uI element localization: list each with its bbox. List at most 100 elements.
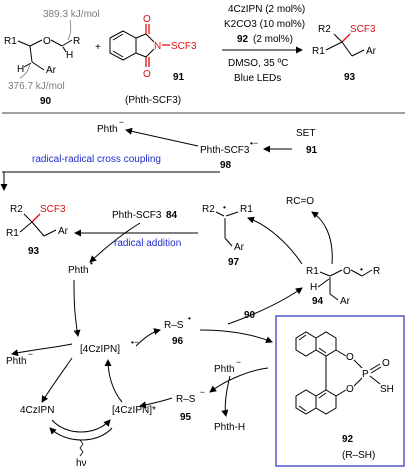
bond — [112, 33, 124, 41]
phth-radical-release-arrow — [89, 222, 141, 263]
scf3-group: SCF3 — [171, 41, 197, 52]
bde-top: 389.3 kJ/mol — [43, 9, 100, 20]
radical-addition-label: radical addition — [114, 238, 181, 249]
rad94-ar: Ar — [340, 296, 351, 307]
bond — [361, 269, 373, 277]
bond — [23, 62, 32, 68]
phth-scf3-label: (Phth-SCF3) — [125, 95, 181, 106]
cond-4: DMSO, 35 ºC — [228, 58, 288, 69]
bond — [353, 377, 363, 387]
bond — [29, 39, 43, 47]
bond — [335, 389, 347, 397]
phth-anion-top: Phth — [97, 124, 118, 135]
bond — [224, 237, 233, 247]
bond — [43, 229, 57, 237]
rad94-o: O — [343, 266, 351, 277]
bond — [29, 45, 33, 63]
p-o-double-bond — [369, 363, 381, 371]
bond — [353, 359, 363, 369]
relaxation-arrow — [49, 427, 113, 441]
hv-label: hν — [76, 458, 87, 469]
bond — [318, 392, 327, 399]
bond — [317, 278, 330, 288]
bond — [135, 52, 147, 58]
rad94-r1: R1 — [306, 266, 319, 277]
cat-o1: O — [346, 352, 354, 363]
label-93: 93 — [344, 72, 356, 83]
prod-r1: R1 — [312, 46, 325, 57]
radical-anion-sign: •− — [250, 138, 258, 148]
ketone-release-arrow — [311, 211, 333, 265]
bond — [135, 33, 147, 39]
phth-anion-out-arrow — [11, 343, 73, 357]
cz-ground: 4CzIPN — [20, 405, 54, 416]
c-s-bond — [341, 33, 351, 43]
phth-radical: Phth — [68, 265, 89, 276]
bond — [350, 269, 363, 277]
cond-1: 4CzIPN (2 mol%) — [228, 4, 305, 15]
label-90: 90 — [40, 96, 52, 107]
rad94-h: H — [310, 282, 317, 293]
bond — [145, 33, 155, 43]
cz-radical-anion: [4CzIPN] — [80, 344, 120, 355]
rs-anion-to-cz-arrow — [139, 397, 173, 409]
bond — [145, 48, 155, 58]
phth-anion-hat: Phth — [214, 364, 235, 375]
label-91-mech: 91 — [306, 145, 318, 156]
bond — [325, 41, 343, 51]
cat-rsh: (R–SH) — [342, 450, 375, 461]
cz-excited-to-anion-arrow — [104, 359, 123, 403]
deprotonation-arrow — [209, 367, 269, 393]
bond — [50, 39, 63, 47]
excitation-arrow — [51, 419, 111, 433]
sub90-h1: H — [66, 50, 73, 61]
cat-sh: SH — [380, 384, 394, 395]
arrow-to-phth — [125, 127, 199, 147]
bond — [351, 49, 365, 57]
bond — [329, 293, 339, 301]
phth-scf3-radical-anion: Phth-SCF3 — [200, 145, 250, 156]
phth-h-arrow — [221, 375, 231, 417]
bond — [298, 405, 307, 412]
mech-prod-r2: R2 — [10, 204, 23, 215]
label-84: 84 — [166, 210, 178, 221]
bde-bottom-pointer — [19, 63, 31, 79]
radical-dot: • — [90, 258, 93, 268]
prod-r2: R2 — [318, 24, 331, 35]
light-squiggle — [79, 439, 84, 457]
sub90-r: R — [73, 36, 80, 47]
rs-oxidation-arrow — [135, 328, 161, 347]
benzene-ring — [109, 30, 137, 61]
rad94-dot: • — [360, 264, 363, 274]
sub90-h2: H — [17, 64, 24, 75]
bond — [333, 33, 343, 43]
n-atom: N — [154, 41, 161, 52]
cz-regeneration-arrow — [41, 357, 73, 403]
charge-minus-3: − — [236, 357, 241, 367]
bond — [31, 221, 45, 237]
label-91: 91 — [173, 72, 185, 83]
charge-minus: − — [119, 117, 124, 127]
cond-2: K2CO3 (10 mol%) — [224, 19, 305, 30]
o-bottom: O — [143, 69, 151, 80]
bond — [19, 221, 33, 233]
cat-p: P — [362, 369, 369, 380]
bond — [298, 334, 307, 341]
bde-top-pointer — [67, 19, 72, 41]
label-97: 97 — [228, 257, 240, 268]
label-93-mech: 93 — [28, 246, 40, 257]
hat-arrow-to-94 — [227, 287, 303, 325]
radical-97: R2 • R1 Ar 97 — [202, 202, 253, 268]
bond — [61, 39, 73, 47]
p-o-double-bond — [370, 366, 382, 374]
label-94: 94 — [312, 296, 324, 307]
bond — [112, 50, 124, 58]
label-96: 96 — [172, 336, 184, 347]
mech-prod-scf3: SCF3 — [40, 204, 66, 215]
prod-ar: Ar — [366, 46, 377, 57]
sub90-o: O — [43, 36, 51, 47]
bond — [62, 46, 67, 53]
cz-excited: [4CzIPN]* — [112, 405, 156, 416]
